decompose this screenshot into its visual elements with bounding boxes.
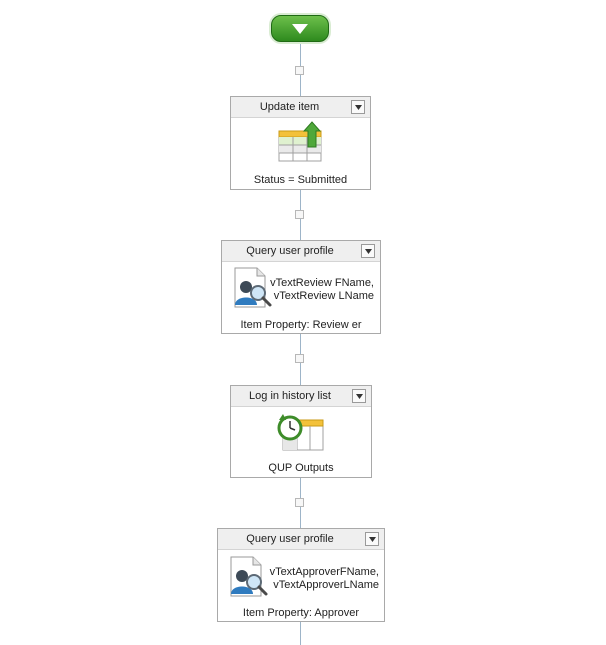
chevron-down-icon (355, 393, 363, 399)
action-header: Update item (231, 97, 370, 118)
action-caption: Item Property: Review er (240, 319, 362, 331)
chevron-down-icon (354, 104, 362, 110)
action-menu-button[interactable] (361, 244, 375, 258)
connector-drop-zone[interactable] (295, 210, 304, 219)
action-title: Log in history list (249, 390, 331, 402)
connector-drop-zone[interactable] (295, 498, 304, 507)
connector-drop-zone[interactable] (295, 354, 304, 363)
output-variable: vTextApproverFName, (269, 566, 379, 578)
action-header: Query user profile (218, 529, 384, 550)
action-query-user-profile-reviewer[interactable]: Query user profile vTextReview FName, vT… (221, 240, 381, 334)
workflow-start-button[interactable] (271, 15, 329, 42)
action-update-item[interactable]: Update item Status = Submitted (230, 96, 371, 190)
chevron-down-icon (292, 23, 308, 34)
action-title: Query user profile (246, 533, 334, 545)
output-variable: vTextApproverLName (273, 579, 379, 591)
action-query-user-profile-approver[interactable]: Query user profile vTextApproverFName, v… (217, 528, 385, 622)
connector-drop-zone[interactable] (295, 66, 304, 75)
output-variable: vTextReview FName, (270, 277, 374, 289)
action-menu-button[interactable] (352, 389, 366, 403)
action-caption: Item Property: Approver (242, 607, 360, 619)
flow-line (300, 42, 301, 645)
user-profile-query-icon (234, 267, 272, 308)
action-menu-button[interactable] (351, 100, 365, 114)
output-variables: vTextApproverFName, vTextApproverLName (270, 566, 379, 592)
chevron-down-icon (364, 248, 372, 254)
user-profile-query-icon (230, 556, 268, 597)
action-title: Query user profile (246, 245, 334, 257)
chevron-down-icon (368, 536, 376, 542)
action-title: Update item (259, 101, 320, 113)
output-variables: vTextReview FName, vTextReview LName (270, 277, 374, 303)
action-log-in-history-list[interactable]: Log in history list QUP Outputs (230, 385, 372, 478)
update-list-item-icon (278, 121, 322, 162)
action-header: Query user profile (222, 241, 380, 262)
action-header: Log in history list (231, 386, 371, 407)
action-caption: QUP Outputs (268, 462, 334, 474)
action-menu-button[interactable] (365, 532, 379, 546)
output-variable: vTextReview LName (273, 290, 374, 302)
action-caption: Status = Submitted (253, 174, 348, 186)
history-log-icon (277, 414, 324, 451)
